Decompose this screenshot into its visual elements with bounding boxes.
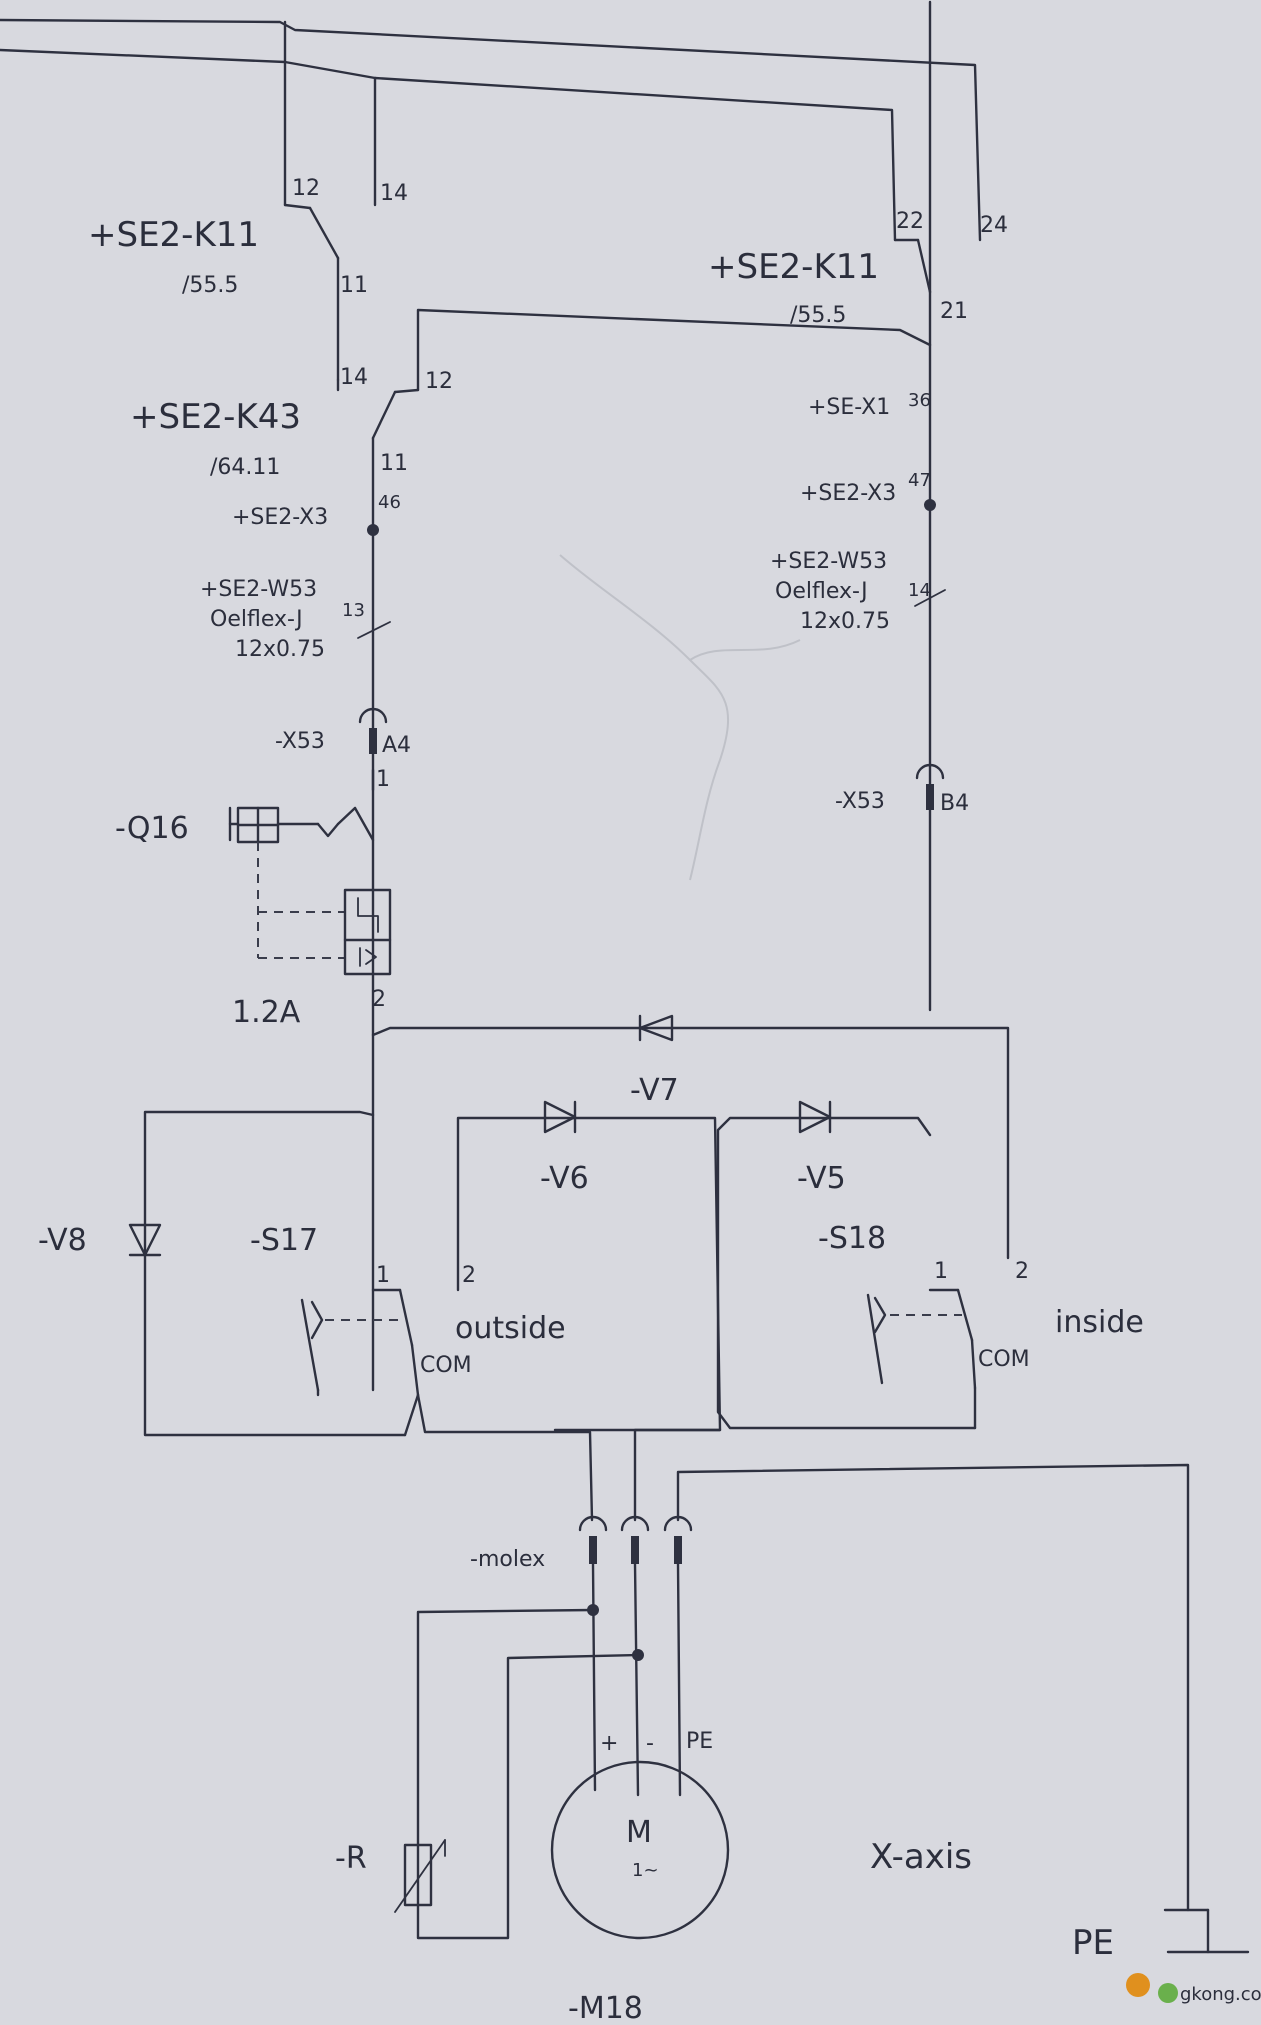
pe-ground-label: PE <box>1072 1923 1114 1963</box>
motor-leads <box>416 1562 682 1940</box>
motor-pe: PE <box>686 1729 713 1754</box>
v6-label: -V6 <box>540 1161 589 1196</box>
s17-t2: 2 <box>462 1263 476 1288</box>
k43-t11: 11 <box>380 451 408 476</box>
motor-minus: - <box>646 1731 654 1756</box>
s18-t1: 1 <box>934 1259 948 1284</box>
k43-ref: /64.11 <box>210 455 280 480</box>
top-rails <box>0 18 982 242</box>
x53-right-connector <box>915 763 945 810</box>
resistor-label: -R <box>335 1841 367 1876</box>
s18-switch <box>866 1288 977 1430</box>
watermark-gear-icon <box>1126 1973 1178 2003</box>
x53-right-pin: B4 <box>940 791 969 816</box>
paper-crack <box>689 639 801 661</box>
k11-left-label: +SE2-K11 <box>88 215 259 255</box>
x53-right-label: -X53 <box>835 789 885 814</box>
v7-label: -V7 <box>630 1073 679 1108</box>
x1-right-pin: 36 <box>908 390 931 411</box>
s17-position: outside <box>455 1311 566 1346</box>
q16-label: -Q16 <box>115 811 189 846</box>
molex-feeds <box>416 1393 1190 1912</box>
s17-label: -S17 <box>250 1223 318 1258</box>
motor-m: M <box>626 1815 652 1850</box>
k11-right-t24: 24 <box>980 213 1008 238</box>
s18-loop <box>716 1100 977 1430</box>
molex-connector <box>578 1515 693 1564</box>
x3-left-label: +SE2-X3 <box>232 505 328 530</box>
motor-label: -M18 <box>568 1991 643 2025</box>
w53-right-core-tick <box>914 589 946 607</box>
k11-left-t12: 12 <box>292 176 320 201</box>
s17-com: COM <box>420 1353 472 1378</box>
k43-t14: 14 <box>340 365 368 390</box>
s18-t2: 2 <box>1015 1259 1029 1284</box>
w53-right-line1: +SE2-W53 <box>770 549 887 574</box>
q16-breaker <box>228 768 392 976</box>
k11-left-t14: 14 <box>380 181 408 206</box>
resistor-r <box>394 1839 446 1913</box>
x3-left-terminal <box>367 524 379 536</box>
axis-label: X-axis <box>870 1837 972 1877</box>
v7-bus <box>371 1014 1010 1260</box>
k11-right-t22: 22 <box>896 209 924 234</box>
s17-switch <box>300 1116 722 1437</box>
w53-left-line2: Oelflex-J <box>210 607 303 632</box>
v8-label: -V8 <box>38 1223 87 1258</box>
v5-label: -V5 <box>797 1161 846 1196</box>
s18-position: inside <box>1055 1305 1144 1340</box>
w53-left-core-tick <box>357 621 391 639</box>
motor-type: 1~ <box>632 1860 659 1881</box>
paper-crack <box>559 554 729 881</box>
k43-contact <box>336 290 932 1392</box>
k43-t12: 12 <box>425 369 453 394</box>
k43-label: +SE2-K43 <box>130 397 301 437</box>
q16-t2: 2 <box>372 987 386 1012</box>
x3-right-terminal <box>924 499 936 511</box>
x1-right-label: +SE-X1 <box>808 395 890 420</box>
s18-com: COM <box>978 1347 1030 1372</box>
w53-right-core: 14 <box>908 580 931 601</box>
s17-loop <box>128 1110 407 1437</box>
q16-rating: 1.2A <box>232 995 301 1030</box>
x53-left-connector <box>358 707 388 754</box>
w53-right-line2: Oelflex-J <box>775 579 868 604</box>
k11-left-contact <box>283 203 340 382</box>
k11-right-t21: 21 <box>940 299 968 324</box>
watermark-text: gkong.com <box>1180 1984 1261 2005</box>
k11-left-ref: /55.5 <box>182 273 238 298</box>
k11-right-label: +SE2-K11 <box>708 247 879 287</box>
k11-right-ref: /55.5 <box>790 303 846 328</box>
w53-right-line3: 12x0.75 <box>800 609 890 634</box>
motor-m18 <box>550 1760 730 1940</box>
x53-left-label: -X53 <box>275 729 325 754</box>
k11-right-contact <box>893 0 932 294</box>
motor-plus: + <box>600 1731 618 1756</box>
q16-t1: 1 <box>376 767 390 792</box>
w53-left-line1: +SE2-W53 <box>200 577 317 602</box>
molex-label: -molex <box>470 1547 545 1572</box>
pe-ground <box>1163 1908 1250 1954</box>
w53-left-core: 13 <box>342 600 365 621</box>
w53-left-line3: 12x0.75 <box>235 637 325 662</box>
s18-label: -S18 <box>818 1221 886 1256</box>
s17-t1: 1 <box>376 1263 390 1288</box>
k11-left-t11: 11 <box>340 273 368 298</box>
v6-diode <box>543 1100 577 1134</box>
x53-left-pin: A4 <box>382 733 411 758</box>
x3-right-label: +SE2-X3 <box>800 481 896 506</box>
x3-left-pin: 46 <box>378 492 401 513</box>
x3-right-pin: 47 <box>908 470 931 491</box>
